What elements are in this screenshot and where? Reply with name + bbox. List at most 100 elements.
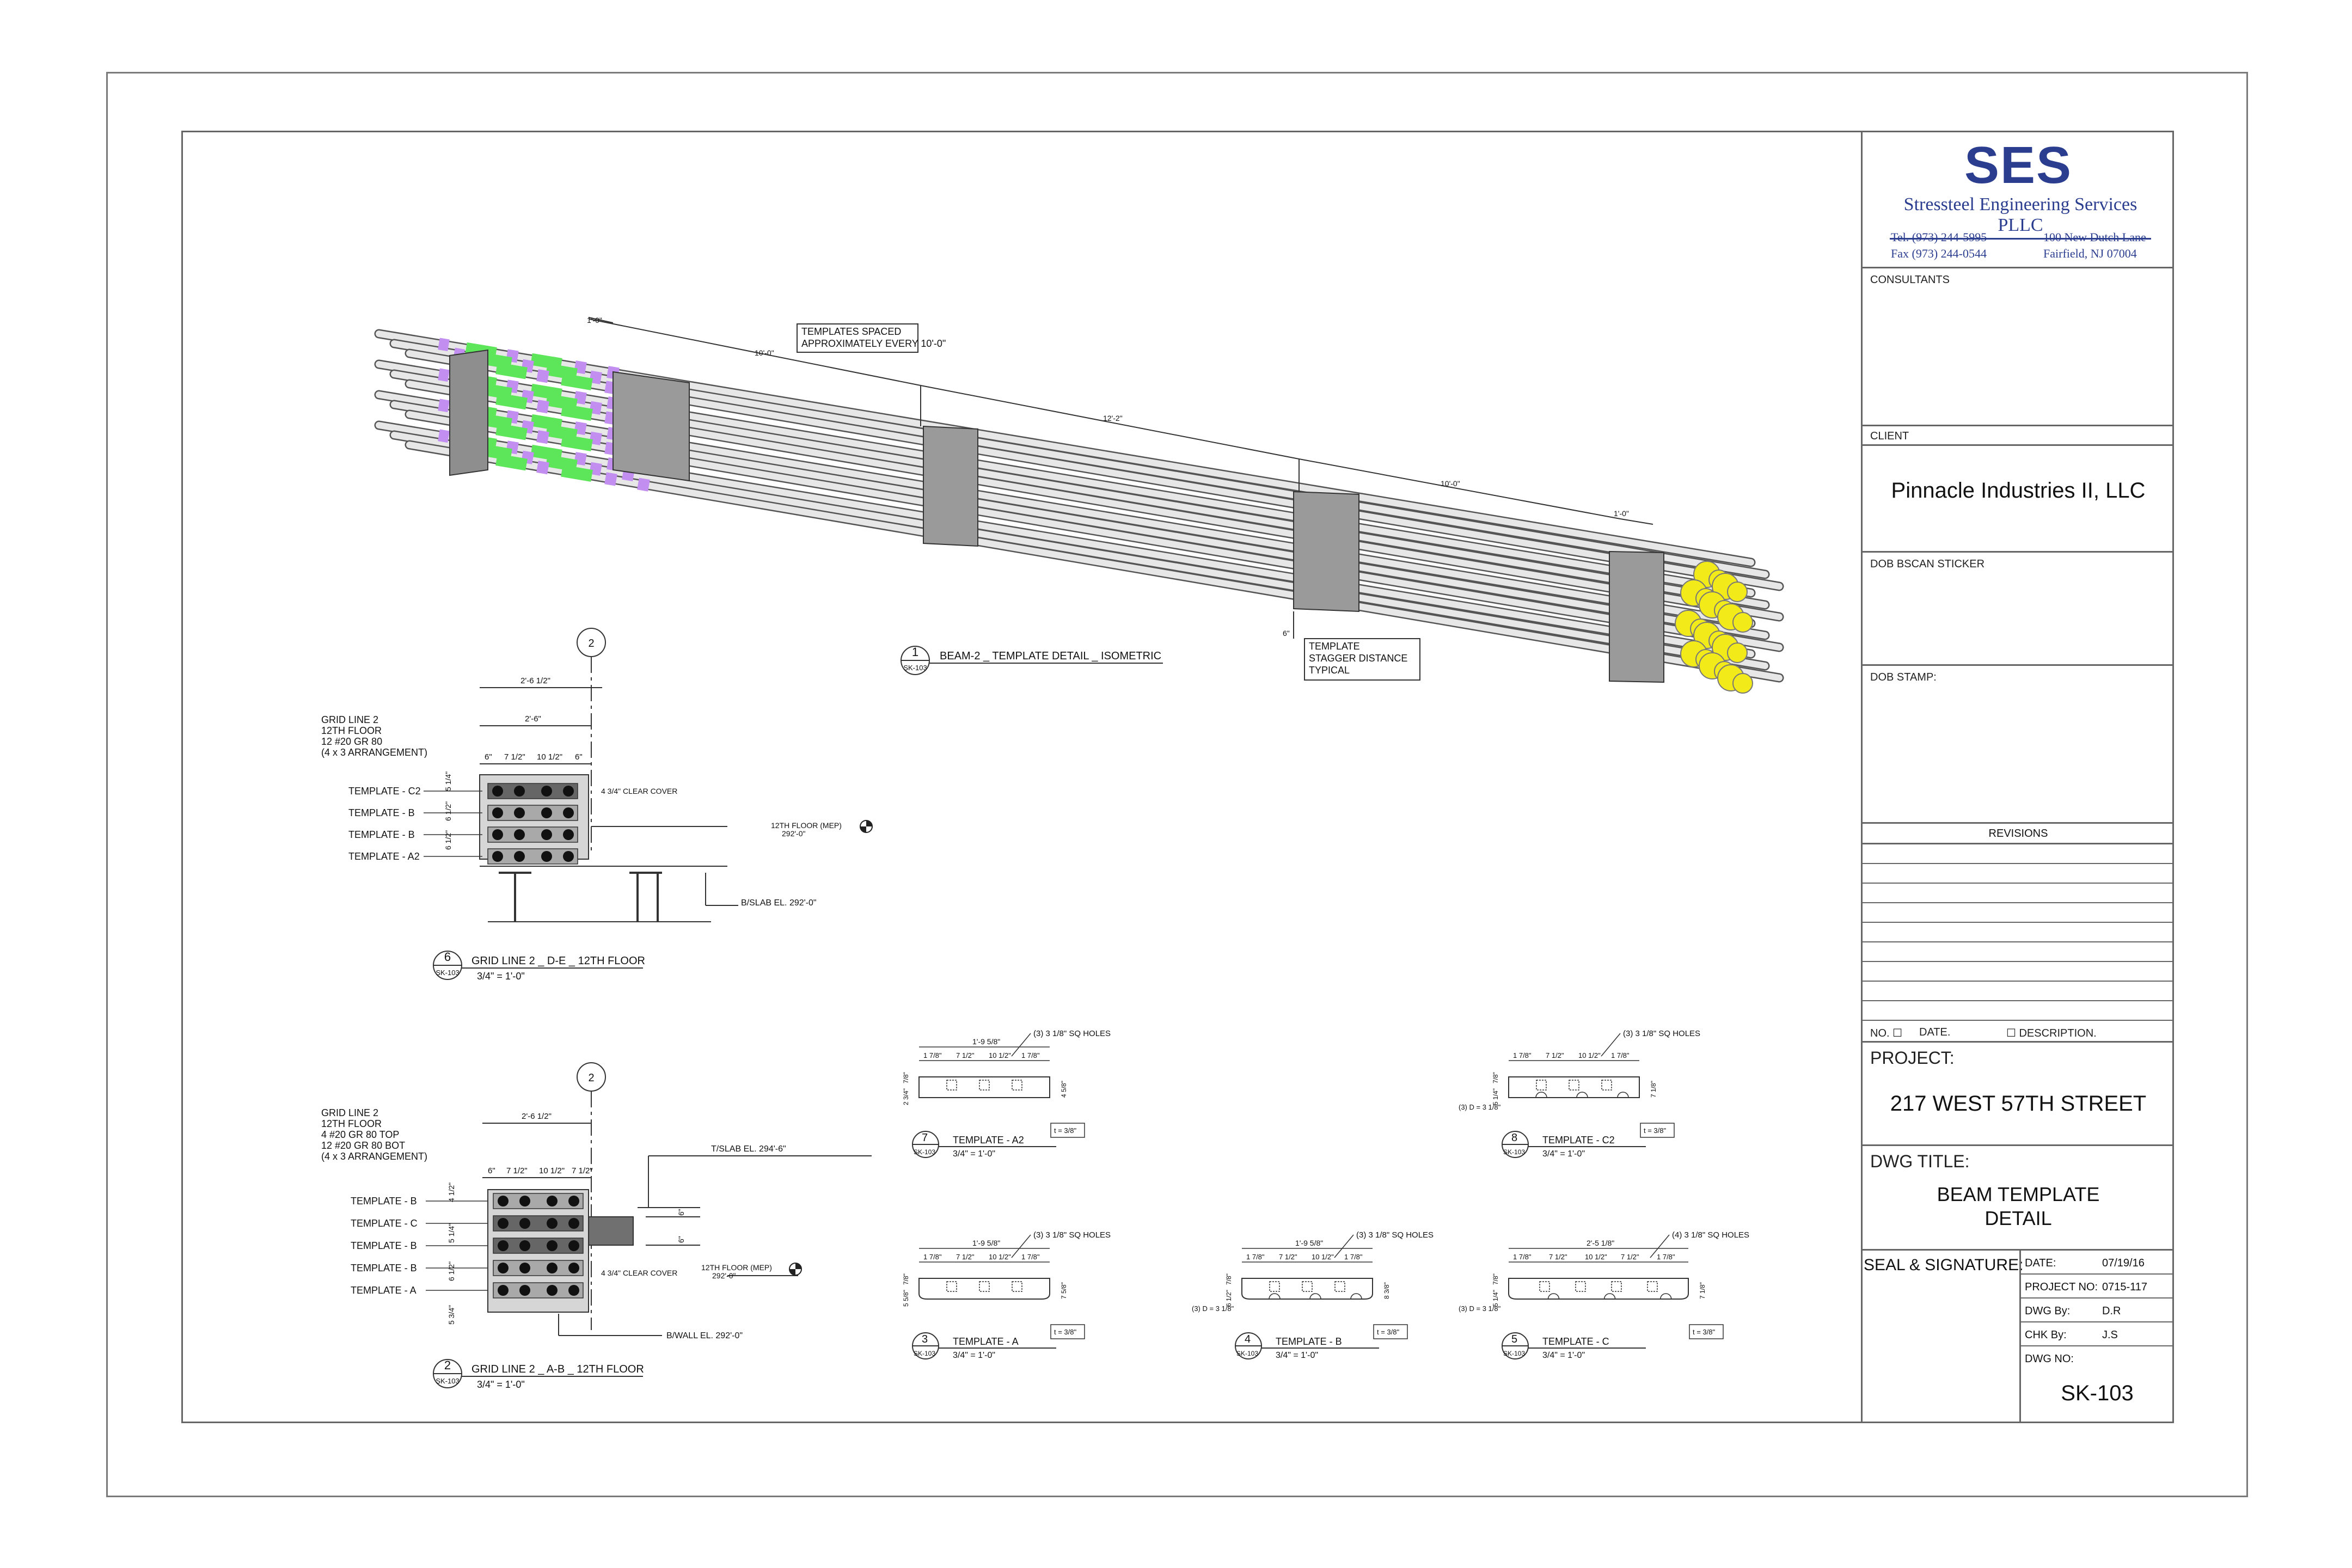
iso-coupler [589,401,602,415]
t8-holes-note: (3) 3 1/8" SQ HOLES [1623,1029,1700,1038]
chkby-value: J.S [2102,1329,2118,1341]
t4-overall-dim: 1'-9 5/8" [1295,1239,1323,1247]
t3-thk: t = 3/8" [1054,1328,1076,1336]
t8-dim-0: 1 7/8" [1513,1051,1532,1059]
iso-anchor-nut [1727,581,1748,602]
t3-vleft-1: 5 5/8" [902,1290,910,1307]
bar-dot [492,786,503,797]
d6-dim-5: 10 1/2" [537,752,562,762]
company-tel: Tel. (973) 244-5995 [1891,230,1987,244]
bar-dot [492,851,503,862]
callout-1-sheet: SK-103 [903,664,927,672]
iso-coupler [561,464,593,482]
tb-client: Pinnacle Industries II, LLC [1863,446,2174,553]
iso-coupler [530,383,562,401]
revisions-label: REVISIONS [1988,828,2048,840]
callout-1-title: BEAM-2 _ TEMPLATE DETAIL _ ISOMETRIC [940,650,1161,662]
bar-dot [568,1263,579,1273]
projno-value: 0715-117 [2102,1281,2148,1293]
bar-dot [492,829,503,840]
t4-dia-note: (3) D = 3 1/8" [1192,1304,1234,1313]
callout-6-number: 6 [444,950,451,964]
company-phones: Tel. (973) 244-5995 Fax (973) 244-0544 [1891,229,1987,262]
company-logo: SES [1964,136,2073,194]
iso-coupler [536,369,549,383]
d6-note-4: (4 x 3 ARRANGEMENT) [321,747,427,758]
t4-thk-box [1373,1324,1408,1339]
company-address-2: Fairfield, NJ 07004 [2043,247,2137,260]
bar-dot [498,1240,509,1251]
iso-coupler [521,359,534,373]
iso-dim-6: 6" [1283,629,1290,638]
d6-grid-tag: 2 [588,638,594,650]
t5-holes-note: (4) 3 1/8" SQ HOLES [1672,1230,1749,1240]
t8-callout-scale: 3/4" = 1'-0" [1542,1149,1585,1159]
date-value: 07/19/16 [2102,1257,2145,1269]
t8-sq-hole [1569,1080,1579,1091]
t7-sq-hole [946,1080,957,1091]
t4-vleft-1: 6 1/2" [1225,1290,1233,1307]
callout-2-title: GRID LINE 2 _ A-B _ 12TH FLOOR [471,1363,644,1375]
t4-plate [1241,1278,1373,1300]
t5-dim-2: 10 1/2" [1585,1253,1607,1261]
d6-vdim-1: 5 1/4" [444,771,452,791]
iso-anchor-nut [1732,673,1753,694]
revision-row [1863,982,2174,1001]
iso-note-spacing-2: APPROXIMATELY EVERY 10'-0" [801,338,946,349]
t5-dim-0: 1 7/8" [1513,1253,1532,1261]
t3-thk-box [1050,1324,1085,1339]
d6-dim-1: 2'-6 1/2" [520,676,550,685]
bar-dot [519,1218,530,1229]
t7-vleft-0: 7/8" [902,1072,910,1083]
t4-vright: 8 3/8" [1383,1282,1391,1299]
bar-dot [563,851,574,862]
revision-row [1863,923,2174,942]
template-row-label: TEMPLATE - B [351,1263,417,1273]
t5-thk-box [1689,1324,1724,1339]
t4-round-notch [1309,1293,1321,1300]
callout-6-sheet: SK-103 [436,969,459,977]
bar-dot [541,807,552,818]
t7-overall-dim: 1'-9 5/8" [972,1037,1000,1046]
t5-dim-1: 7 1/2" [1549,1253,1567,1261]
t3-callout-title: TEMPLATE - A [953,1336,1019,1347]
t3-callout-scale: 3/4" = 1'-0" [953,1351,995,1360]
d2-dim-1: 2'-6 1/2" [522,1112,552,1121]
t5-dim-4: 1 7/8" [1657,1253,1675,1261]
drawing-area: 1'-0" 10'-0" 12'-2" 10'-0" 1'-0" 6" TEMP… [321,316,1784,1390]
iso-note-stagger-3: TYPICAL [1309,665,1350,676]
revision-row [1863,844,2174,864]
company-fax: Fax (973) 244-0544 [1891,247,1987,260]
bar-dot [514,786,525,797]
t4-holes-note: (3) 3 1/8" SQ HOLES [1356,1230,1434,1240]
t5-vright: 7 1/8" [1699,1282,1706,1299]
project-label: PROJECT: [1870,1048,1955,1068]
detail-2-section: 2 GRID LINE 2 12TH FLOOR 4 #20 GR 80 TOP… [321,1062,872,1390]
t4-dim-1: 7 1/2" [1279,1253,1297,1261]
client-name: Pinnacle Industries II, LLC [1891,479,2146,503]
bar-dot [541,851,552,862]
detail-6-section: 2 GRID LINE 2 12TH FLOOR 12 #20 GR 80 (4… [321,628,873,982]
t7-vright: 4 5/8" [1060,1081,1068,1098]
rev-desc-label: ☐ DESCRIPTION. [2006,1027,2097,1039]
t3-sq-hole [979,1281,990,1292]
t3-holes-leader [1011,1234,1031,1258]
d2-dim-3: 7 1/2" [506,1166,528,1175]
iso-coupler [536,400,549,414]
client-label: CLIENT [1870,430,1909,442]
t3-plate [918,1278,1050,1300]
tb-stamp: DOB STAMP: [1863,666,2174,824]
iso-coupler [530,353,562,370]
iso-dimension-lines [588,317,1653,639]
t8-dim-1: 7 1/2" [1546,1051,1564,1059]
iso-coupler [546,394,578,411]
t3-callout-number: 3 [922,1333,928,1345]
d2-dim-4: 10 1/2" [539,1166,565,1175]
template-row-label: TEMPLATE - B [348,807,415,818]
iso-coupler [438,429,450,443]
company-address-1: 100 New Dutch Lane [2043,230,2146,244]
bar-dot [514,829,525,840]
iso-coupler [604,472,617,486]
